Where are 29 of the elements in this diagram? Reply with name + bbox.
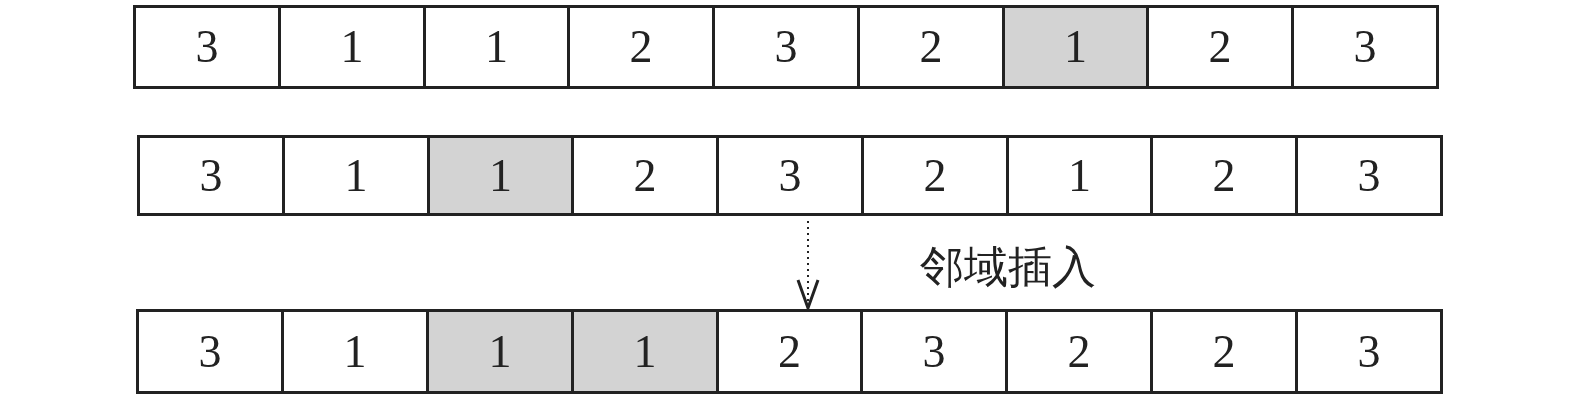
number-cell: 3 — [1295, 135, 1443, 216]
number-cell: 3 — [1291, 5, 1439, 89]
number-cell: 2 — [1005, 309, 1153, 394]
number-cell: 1 — [278, 5, 426, 89]
number-cell: 2 — [857, 5, 1005, 89]
number-cell: 1 — [1002, 5, 1149, 89]
number-cell: 2 — [1150, 135, 1298, 216]
arrow — [796, 220, 820, 310]
number-cell: 3 — [136, 309, 284, 394]
number-cell: 2 — [571, 135, 719, 216]
edge-label: 邻域插入 — [920, 246, 1096, 290]
number-cell: 3 — [860, 309, 1008, 394]
number-cell: 2 — [1146, 5, 1294, 89]
number-cell: 2 — [1150, 309, 1298, 394]
number-cell: 1 — [426, 309, 574, 394]
number-cell: 2 — [716, 309, 863, 394]
number-cell: 2 — [861, 135, 1009, 216]
number-cell: 3 — [133, 5, 281, 89]
number-cell: 1 — [281, 309, 429, 394]
number-cell: 3 — [712, 5, 860, 89]
number-cell: 3 — [137, 135, 285, 216]
number-cell: 2 — [567, 5, 715, 89]
number-cell: 1 — [423, 5, 570, 89]
number-cell: 3 — [1295, 309, 1443, 394]
number-cell: 1 — [282, 135, 430, 216]
number-cell: 1 — [1006, 135, 1153, 216]
number-cell: 1 — [427, 135, 574, 216]
number-cell: 3 — [716, 135, 864, 216]
number-cell: 1 — [571, 309, 719, 394]
